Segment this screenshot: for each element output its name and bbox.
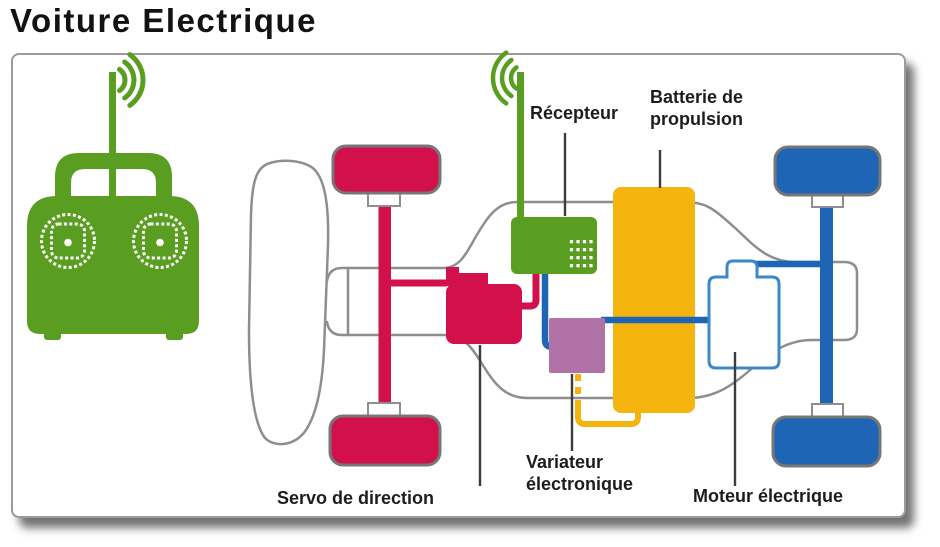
esc-battery-wire xyxy=(575,407,641,427)
remote-control-icon xyxy=(27,52,199,340)
leader-lines xyxy=(478,133,737,486)
front-top-hub xyxy=(367,192,401,207)
servo-label: Servo de direction xyxy=(277,488,435,508)
receiver-antenna-icon xyxy=(490,50,524,220)
front-bottom-hub xyxy=(367,402,401,417)
rear-left-wheel xyxy=(773,145,882,197)
esc-label: Variateur électronique xyxy=(526,452,634,494)
transmitter-antenna xyxy=(109,72,116,199)
chassis-outline xyxy=(247,159,859,446)
servo-receiver-wire xyxy=(519,266,540,310)
receiver-body xyxy=(511,217,597,274)
chassis-body-outline xyxy=(325,200,859,400)
servo-horn xyxy=(446,267,459,277)
page-title: Voiture Electrique xyxy=(10,2,317,39)
receiver-wave-medium xyxy=(499,57,514,99)
receiver-label: Récepteur xyxy=(530,103,619,123)
receiver-box xyxy=(511,217,597,274)
servo-arm xyxy=(446,273,488,286)
servo-box xyxy=(446,267,522,344)
motor-label: Moteur électrique xyxy=(693,486,844,506)
rear-bottom-hub xyxy=(811,403,844,418)
drive-axle-assembly xyxy=(771,145,882,468)
front-left-wheel xyxy=(331,144,442,195)
esc-box xyxy=(549,318,605,373)
servo-body xyxy=(446,284,522,344)
transmitter-right-stick xyxy=(132,213,188,269)
transmitter-left-stick xyxy=(40,213,96,269)
rear-axle xyxy=(820,198,833,412)
receiver-wave-large xyxy=(490,50,509,106)
rear-right-wheel xyxy=(771,415,882,468)
front-axle xyxy=(378,198,391,410)
front-bumper-outline xyxy=(247,159,330,446)
front-right-wheel xyxy=(328,414,442,467)
steering-axle-assembly xyxy=(328,144,442,467)
receiver-wave-small xyxy=(508,65,519,91)
battery-label: Batterie de propulsion xyxy=(650,87,744,129)
receiver-antenna xyxy=(517,72,524,220)
motor-box xyxy=(707,259,781,370)
transmitter-waves-icon xyxy=(117,52,146,108)
battery-box xyxy=(613,187,695,413)
